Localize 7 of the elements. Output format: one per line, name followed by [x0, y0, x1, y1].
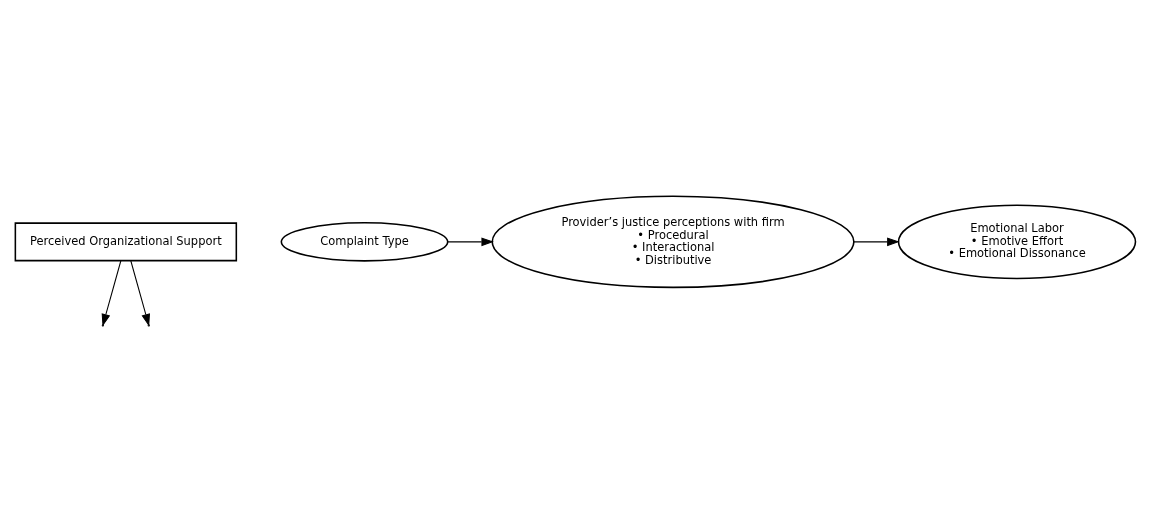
node-ellipse: Emotional Labor • Emotive Effort • Emotional Dissonance [897, 203, 1137, 279]
node-ellipse: Provider’s justice perceptions with firm • Procedural • Interactional • Distributive [491, 195, 855, 288]
arrow [447, 237, 494, 246]
node-ellipse: Complaint Type [280, 221, 449, 262]
arrow [130, 259, 150, 326]
arrow [853, 237, 900, 246]
node-box: Perceived Organizational Support [14, 221, 238, 261]
